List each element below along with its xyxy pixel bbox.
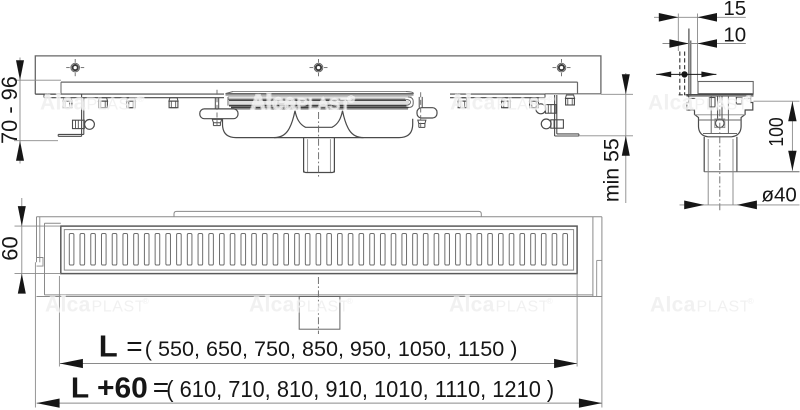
svg-text:®: ® (746, 94, 753, 104)
svg-text:min 55: min 55 (599, 138, 623, 202)
svg-text:®: ® (548, 94, 555, 104)
svg-text:Alca: Alca (251, 92, 297, 115)
svg-text:L: L (99, 329, 118, 364)
svg-text:PLAST: PLAST (297, 97, 351, 114)
svg-text:Alca: Alca (648, 92, 694, 115)
svg-text:PLAST: PLAST (497, 97, 551, 114)
svg-text:PLAST: PLAST (695, 97, 749, 114)
svg-text:Alca: Alca (450, 92, 496, 115)
svg-text:Alca: Alca (249, 294, 295, 317)
svg-text:®: ® (547, 296, 554, 306)
svg-text:=: = (126, 331, 142, 362)
svg-text:®: ® (347, 296, 354, 306)
svg-text:( 550, 650, 750, 850, 950, 105: ( 550, 650, 750, 850, 950, 1050, 1150 ) (145, 337, 518, 361)
svg-text:®: ® (143, 296, 150, 306)
svg-text:=: = (153, 371, 169, 402)
svg-text:15: 15 (723, 0, 746, 20)
svg-text:PLAST: PLAST (697, 299, 751, 316)
svg-text:PLAST: PLAST (496, 299, 550, 316)
svg-text:®: ® (138, 94, 145, 104)
svg-text:®: ® (348, 94, 355, 104)
svg-text:PLAST: PLAST (87, 97, 141, 114)
svg-text:Alca: Alca (45, 294, 91, 317)
svg-text:PLAST: PLAST (92, 299, 146, 316)
svg-text:Alca: Alca (650, 294, 696, 317)
svg-text:10: 10 (723, 23, 746, 46)
svg-text:60: 60 (0, 236, 23, 260)
svg-text:70 - 96: 70 - 96 (0, 76, 22, 144)
svg-text:Alca: Alca (449, 294, 495, 317)
svg-text:®: ® (748, 296, 755, 306)
svg-text:L +60: L +60 (71, 372, 148, 404)
svg-text:Alca: Alca (40, 92, 86, 115)
svg-text:100: 100 (766, 117, 788, 147)
svg-text:PLAST: PLAST (296, 299, 350, 316)
svg-text:ø40: ø40 (762, 183, 797, 206)
svg-text:( 610, 710, 810, 910, 1010, 11: ( 610, 710, 810, 910, 1010, 1110, 1210 ) (166, 376, 554, 402)
